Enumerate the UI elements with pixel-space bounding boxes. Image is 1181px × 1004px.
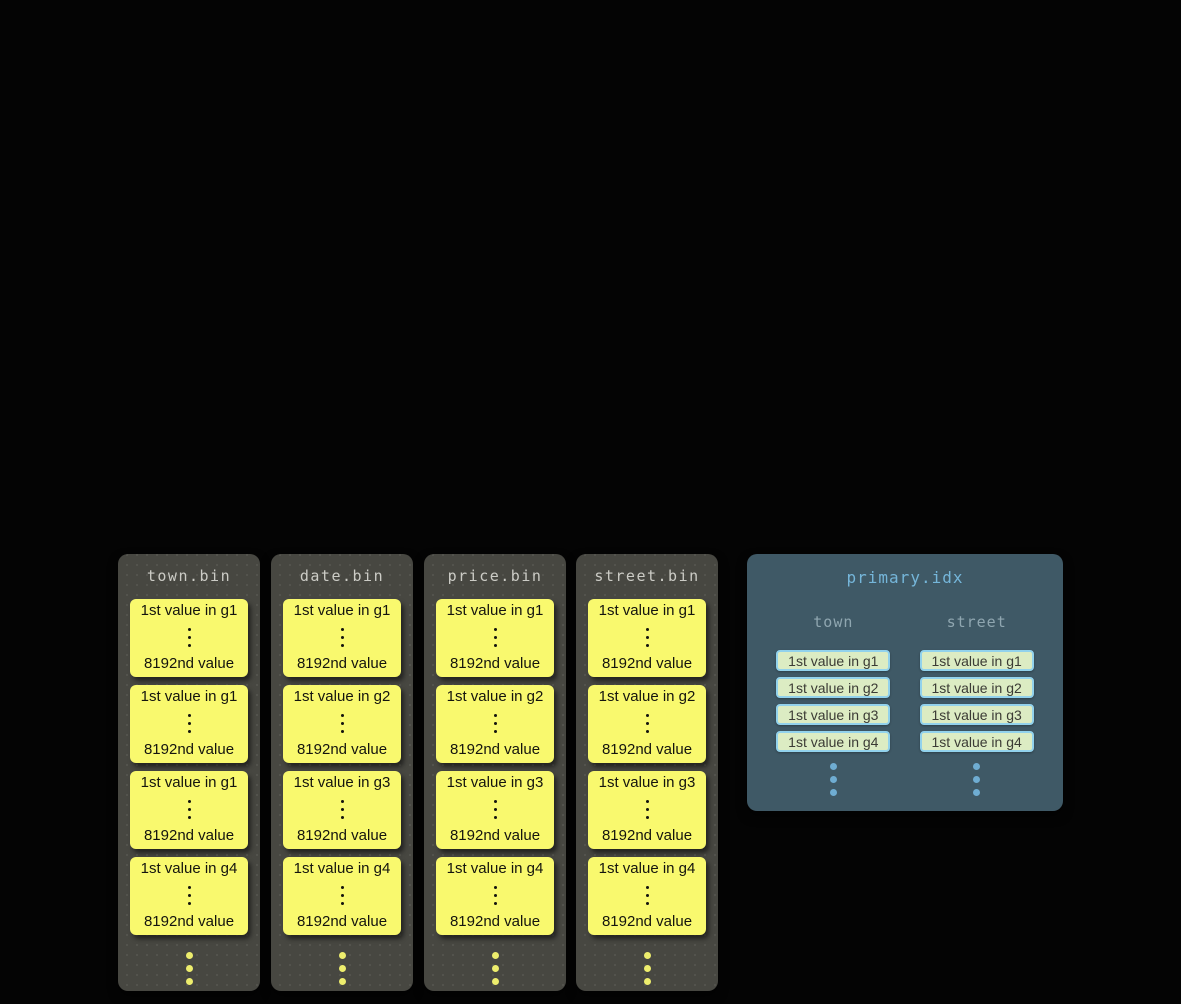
vertical-ellipsis-icon xyxy=(187,713,191,733)
vertical-ellipsis-icon xyxy=(493,885,497,905)
block-last-line: 8192nd value xyxy=(143,741,235,758)
block-last-line: 8192nd value xyxy=(449,655,541,672)
index-entry: 1st value in g3 xyxy=(776,704,891,725)
vertical-ellipsis-icon xyxy=(340,627,344,647)
block-first-line: 1st value in g1 xyxy=(140,688,238,705)
more-blocks-ellipsis-icon xyxy=(185,952,193,985)
granule-block: 1st value in g4 8192nd value xyxy=(436,857,554,935)
block-last-line: 8192nd value xyxy=(143,913,235,930)
more-blocks-ellipsis-icon xyxy=(643,952,651,985)
index-entry: 1st value in g1 xyxy=(776,650,891,671)
vertical-ellipsis-icon xyxy=(340,885,344,905)
vertical-ellipsis-icon xyxy=(645,627,649,647)
block-first-line: 1st value in g1 xyxy=(293,602,391,619)
index-entry: 1st value in g1 xyxy=(919,650,1034,671)
granule-block: 1st value in g4 8192nd value xyxy=(130,857,248,935)
block-first-line: 1st value in g2 xyxy=(446,688,544,705)
bin-file-panel-price: price.bin 1st value in g1 8192nd value 1… xyxy=(424,554,566,991)
block-first-line: 1st value in g3 xyxy=(293,774,391,791)
vertical-ellipsis-icon xyxy=(493,799,497,819)
block-last-line: 8192nd value xyxy=(143,655,235,672)
vertical-ellipsis-icon xyxy=(493,627,497,647)
granule-block: 1st value in g2 8192nd value xyxy=(436,685,554,763)
more-blocks-ellipsis-icon xyxy=(338,952,346,985)
block-last-line: 8192nd value xyxy=(296,827,388,844)
block-first-line: 1st value in g4 xyxy=(598,860,696,877)
block-last-line: 8192nd value xyxy=(296,655,388,672)
bin-file-title: street.bin xyxy=(594,567,700,585)
granule-block: 1st value in g1 8192nd value xyxy=(283,599,401,677)
vertical-ellipsis-icon xyxy=(187,627,191,647)
primary-index-panel: primary.idx town 1st value in g1 1st val… xyxy=(747,554,1063,811)
block-first-line: 1st value in g4 xyxy=(293,860,391,877)
granule-block: 1st value in g3 8192nd value xyxy=(283,771,401,849)
block-first-line: 1st value in g2 xyxy=(293,688,391,705)
bin-file-title: price.bin xyxy=(447,567,543,585)
index-column-street: street 1st value in g1 1st value in g2 1… xyxy=(919,593,1034,796)
granule-block: 1st value in g1 8192nd value xyxy=(130,599,248,677)
bin-file-panel-date: date.bin 1st value in g1 8192nd value 1s… xyxy=(271,554,413,991)
granule-block: 1st value in g1 8192nd value xyxy=(436,599,554,677)
vertical-ellipsis-icon xyxy=(493,713,497,733)
block-last-line: 8192nd value xyxy=(601,913,693,930)
more-entries-ellipsis-icon xyxy=(829,763,837,796)
block-last-line: 8192nd value xyxy=(449,827,541,844)
vertical-ellipsis-icon xyxy=(645,885,649,905)
granule-block: 1st value in g4 8192nd value xyxy=(283,857,401,935)
block-first-line: 1st value in g1 xyxy=(140,602,238,619)
block-first-line: 1st value in g1 xyxy=(598,602,696,619)
block-first-line: 1st value in g2 xyxy=(598,688,696,705)
vertical-ellipsis-icon xyxy=(187,885,191,905)
index-entry: 1st value in g2 xyxy=(776,677,891,698)
index-entry: 1st value in g2 xyxy=(919,677,1034,698)
bin-file-panel-town: town.bin 1st value in g1 8192nd value 1s… xyxy=(118,554,260,991)
block-first-line: 1st value in g3 xyxy=(598,774,696,791)
index-entry: 1st value in g4 xyxy=(919,731,1034,752)
granule-block: 1st value in g2 8192nd value xyxy=(588,685,706,763)
bin-file-title: date.bin xyxy=(299,567,385,585)
vertical-ellipsis-icon xyxy=(340,713,344,733)
block-last-line: 8192nd value xyxy=(449,913,541,930)
granule-block: 1st value in g1 8192nd value xyxy=(130,771,248,849)
index-entry: 1st value in g4 xyxy=(776,731,891,752)
primary-index-columns: town 1st value in g1 1st value in g2 1st… xyxy=(747,593,1063,796)
block-last-line: 8192nd value xyxy=(449,741,541,758)
vertical-ellipsis-icon xyxy=(187,799,191,819)
block-first-line: 1st value in g1 xyxy=(140,774,238,791)
more-blocks-ellipsis-icon xyxy=(491,952,499,985)
granule-block: 1st value in g1 8192nd value xyxy=(130,685,248,763)
block-first-line: 1st value in g4 xyxy=(446,860,544,877)
block-first-line: 1st value in g1 xyxy=(446,602,544,619)
block-last-line: 8192nd value xyxy=(601,741,693,758)
granule-block: 1st value in g4 8192nd value xyxy=(588,857,706,935)
block-last-line: 8192nd value xyxy=(601,655,693,672)
vertical-ellipsis-icon xyxy=(645,799,649,819)
granule-block: 1st value in g1 8192nd value xyxy=(588,599,706,677)
bin-file-panel-street: street.bin 1st value in g1 8192nd value … xyxy=(576,554,718,991)
index-entry: 1st value in g3 xyxy=(919,704,1034,725)
block-first-line: 1st value in g4 xyxy=(140,860,238,877)
index-column-header: town xyxy=(813,613,854,631)
primary-index-title: primary.idx xyxy=(846,568,964,587)
more-entries-ellipsis-icon xyxy=(973,763,981,796)
block-first-line: 1st value in g3 xyxy=(446,774,544,791)
granule-block: 1st value in g3 8192nd value xyxy=(436,771,554,849)
block-last-line: 8192nd value xyxy=(601,827,693,844)
vertical-ellipsis-icon xyxy=(645,713,649,733)
index-column-town: town 1st value in g1 1st value in g2 1st… xyxy=(776,593,891,796)
block-last-line: 8192nd value xyxy=(143,827,235,844)
granule-block: 1st value in g2 8192nd value xyxy=(283,685,401,763)
block-last-line: 8192nd value xyxy=(296,913,388,930)
bin-file-title: town.bin xyxy=(146,567,232,585)
index-column-header: street xyxy=(946,613,1007,631)
block-last-line: 8192nd value xyxy=(296,741,388,758)
granule-block: 1st value in g3 8192nd value xyxy=(588,771,706,849)
vertical-ellipsis-icon xyxy=(340,799,344,819)
